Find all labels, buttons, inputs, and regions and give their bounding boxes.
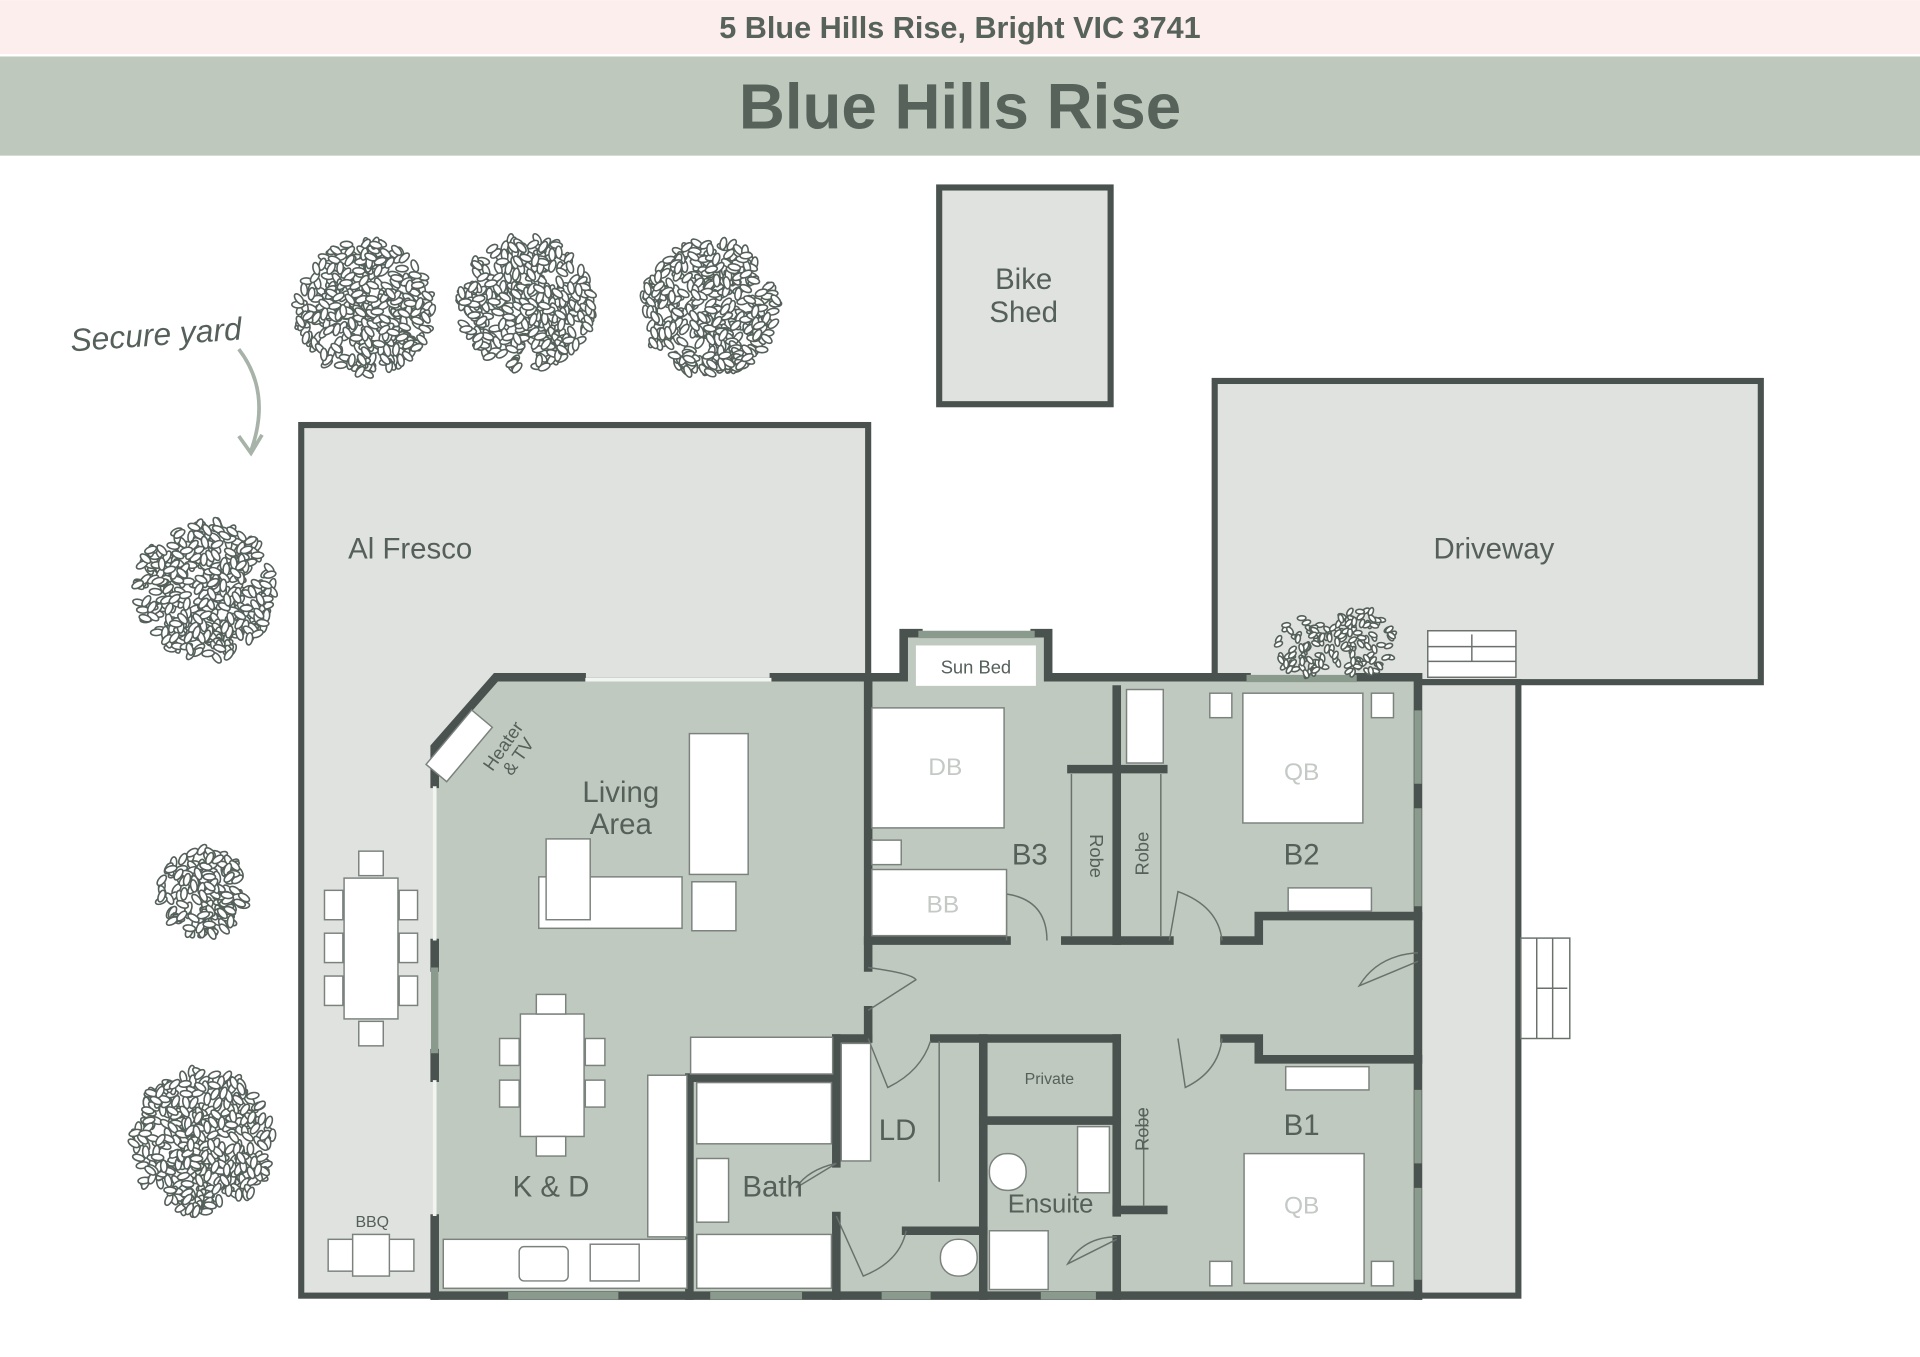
furniture (323, 688, 1395, 1291)
living-area-label-2: Area (590, 808, 653, 841)
bush-icon (131, 516, 279, 664)
windows (431, 630, 1422, 1300)
robe-b3-label: Robe (1086, 834, 1107, 878)
qb-b1-label: QB (1284, 1193, 1319, 1220)
bike-shed-label-1: Bike (995, 263, 1052, 296)
b2-label: B2 (1284, 839, 1320, 872)
bush-icon (455, 232, 598, 374)
arrow-icon (237, 347, 264, 457)
driveway-steps (1427, 630, 1517, 679)
b3-label: B3 (1012, 839, 1048, 872)
bush-icon (1326, 606, 1398, 678)
bush-icon (291, 236, 437, 379)
header: 5 Blue Hills Rise, Bright VIC 3741 Blue … (0, 0, 1920, 156)
robe-b2-label: Robe (1132, 832, 1153, 876)
doors (795, 774, 1419, 1277)
plants (127, 232, 1398, 1219)
bath-label: Bath (742, 1170, 802, 1203)
ld-label: LD (879, 1114, 917, 1147)
db-label: DB (928, 754, 962, 781)
bush-icon (154, 843, 251, 940)
bush-icon (1273, 615, 1333, 680)
robe-b1-label: Robe (1132, 1107, 1153, 1151)
bbq-label: BBQ (355, 1214, 389, 1231)
room-labels: Living Area Heater & TV B3 B2 B1 DB BB Q… (355, 717, 1319, 1231)
interior-walls (685, 672, 1423, 1300)
bush-icon (639, 236, 783, 378)
b1-label: B1 (1284, 1109, 1320, 1142)
driveway-label: Driveway (1433, 533, 1554, 566)
private-label: Private (1025, 1071, 1075, 1088)
bike-shed-label-2: Shed (989, 296, 1058, 329)
sun-bed-label: Sun Bed (941, 657, 1011, 678)
bike-shed (936, 184, 1114, 408)
secure-yard-label: Secure yard (69, 310, 244, 358)
bush-icon (127, 1064, 277, 1219)
address-text: 5 Blue Hills Rise, Bright VIC 3741 (719, 11, 1200, 45)
side-path (1414, 679, 1522, 1299)
side-steps (1520, 937, 1571, 1040)
address-band (0, 0, 1920, 55)
qb-b2-label: QB (1284, 759, 1319, 786)
al-fresco-label: Al Fresco (348, 533, 472, 566)
sun-bed (915, 645, 1036, 686)
bb-label: BB (927, 891, 960, 918)
ensuite-label: Ensuite (1008, 1190, 1094, 1218)
kd-label: K & D (513, 1170, 590, 1203)
page-title: Blue Hills Rise (739, 72, 1181, 143)
living-area-label-1: Living (582, 776, 659, 809)
title-band (0, 56, 1920, 156)
